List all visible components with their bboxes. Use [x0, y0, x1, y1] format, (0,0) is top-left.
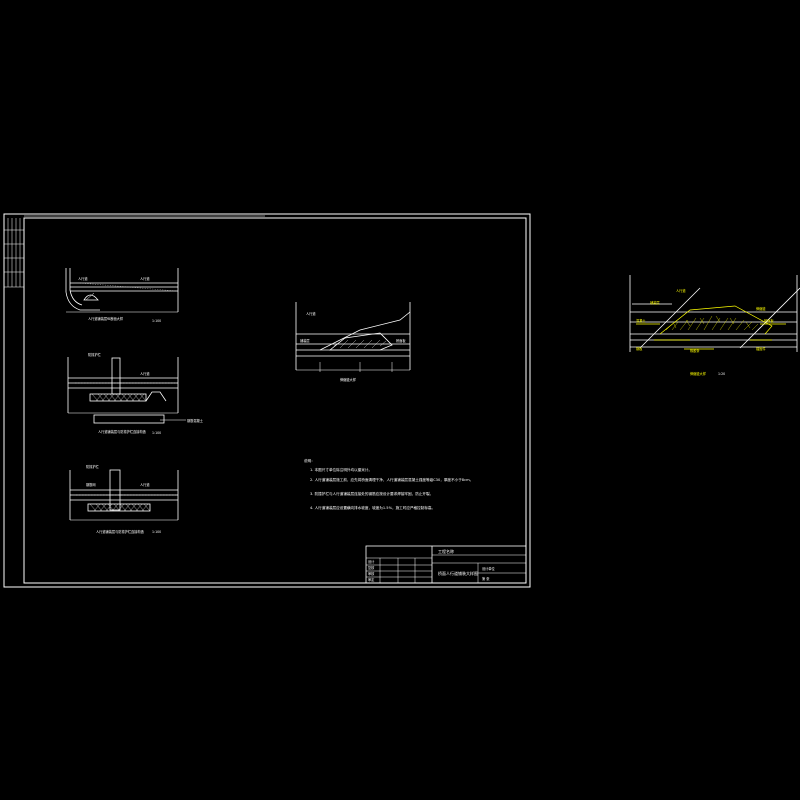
detail-a-scale: 1:100 [152, 319, 161, 323]
note-item-1: 1. 本图尺寸单位除注明外均以厘米计。 [310, 467, 372, 472]
detail-e-label: 伸缩缝大样 [690, 371, 707, 376]
detail-e-tag-left1: 铺装层 [650, 300, 660, 305]
main-sheet [3, 213, 531, 588]
title-block-row-review: 审核 [368, 571, 375, 576]
detail-e-tag-bottom3: 锚固件 [756, 346, 766, 351]
title-block-drawing-title: 桥面人行道铺装大样图 [438, 570, 478, 576]
detail-a-tag-left: 人行道 [78, 276, 88, 281]
note-item-4: 4. 人行道铺装层应设置横向排水坡度，坡度为1.5%，施工时应严格控制标高。 [310, 505, 435, 510]
detail-b-scale: 1:100 [152, 431, 161, 435]
title-block-project: 工程名称 [438, 548, 454, 554]
detail-b-tag-right: 人行道 [140, 371, 150, 376]
note-item-2: 2. 人行道铺装层施工前，应先将桥面清理干净，人行道铺装层混凝土强度等级C30，… [310, 477, 473, 482]
detail-c-scale: 1:100 [152, 530, 161, 534]
detail-a: 人行道 人行道 人行道铺装层纵断面大样 1:100 [65, 268, 179, 323]
detail-e-tag-top: 人行道 [676, 288, 686, 293]
title-block-design-unit: 设计单位 [482, 566, 496, 571]
note-item-3: 3. 防撞护栏与人行道铺装层连接处的钢筋应按设计要求焊接牢固，防止开裂。 [310, 491, 433, 496]
detail-b-tag-callout: 钢筋混凝土 [187, 418, 204, 423]
detail-c-tag-right: 人行道 [140, 482, 150, 487]
title-block-row-approve: 审定 [368, 577, 375, 582]
detail-d: 人行道 铺装层 桥面板 伸缩缝大样 [295, 302, 411, 382]
detail-e-scale: 1:20 [718, 372, 725, 376]
detail-b: 防撞护栏 人行道 钢筋混凝土 人行道铺装层与防撞护栏连接构造 1:100 [67, 352, 204, 435]
detail-c-tag-mid: 钢筋网 [86, 482, 96, 487]
detail-c-label: 人行道铺装层与防撞护栏连接构造 [96, 529, 145, 534]
title-block-row-check: 复核 [368, 565, 375, 570]
notes-block: 说明： 1. 本图尺寸单位除注明外均以厘米计。 2. 人行道铺装层施工前，应先将… [304, 458, 473, 510]
detail-e-tag-left2: 混凝土 [636, 318, 646, 323]
title-block-row-design: 设计 [368, 559, 375, 564]
detail-e: 人行道 铺装层 混凝土 伸缩缝 桥面板 钢板 橡胶条 锚固件 伸缩缝大样 1:2… [629, 275, 800, 376]
detail-e-tag-right1: 伸缩缝 [756, 306, 766, 311]
detail-e-tag-bottom2: 橡胶条 [690, 348, 700, 353]
binding-strip [4, 218, 24, 288]
detail-e-tag-right2: 桥面板 [764, 318, 774, 323]
title-block: 工程名称 桥面人行道铺装大样图 设计 复核 审核 审定 设计单位 第 张 [365, 545, 527, 584]
title-block-sheet-no: 第 张 [482, 576, 490, 581]
detail-e-tag-bottom: 钢板 [636, 346, 643, 351]
notes-heading: 说明： [304, 458, 315, 463]
detail-d-label: 伸缩缝大样 [340, 377, 357, 382]
detail-c: 防撞护栏 钢筋网 人行道 人行道铺装层与防撞护栏连接构造 1:100 [69, 464, 179, 534]
detail-a-tag-right: 人行道 [140, 276, 150, 281]
detail-a-label: 人行道铺装层纵断面大样 [88, 316, 124, 321]
detail-d-tag-left: 铺装层 [300, 338, 310, 343]
detail-b-label: 人行道铺装层与防撞护栏连接构造 [98, 429, 147, 434]
detail-b-tag-top: 防撞护栏 [88, 352, 102, 357]
detail-d-tag-top: 人行道 [306, 311, 316, 316]
sheet-border [3, 213, 531, 588]
detail-c-tag-top: 防撞护栏 [86, 464, 100, 469]
detail-d-tag-right: 桥面板 [396, 338, 406, 343]
sheet-inner-border [23, 217, 527, 584]
